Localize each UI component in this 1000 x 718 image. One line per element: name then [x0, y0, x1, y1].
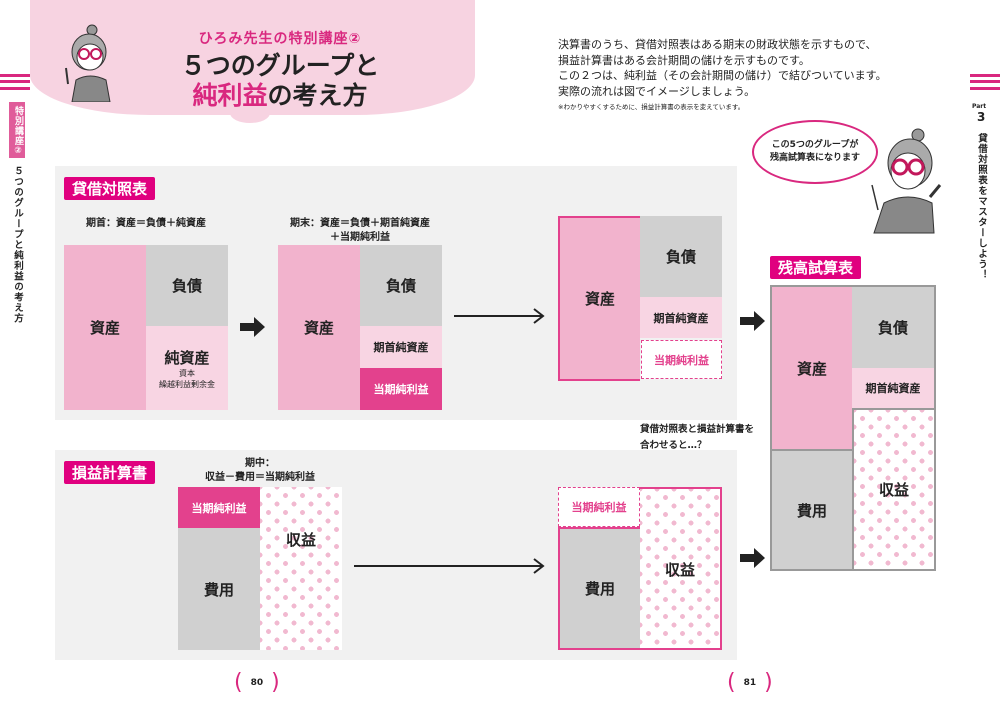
period-equation-line: 収益－費用＝当期純利益	[205, 472, 315, 483]
expenses-block: 費用	[178, 528, 260, 650]
right-vertical-title: 貸借対照表をマスターしよう！	[976, 133, 987, 280]
closing-equation: 期末：資産＝負債＋期首純資産 ＋当期純利益	[270, 217, 450, 245]
period-equation: 期中： 収益－費用＝当期純利益	[180, 457, 340, 485]
intro-line: 損益計算書はある会計期間の儲けを示すものです。	[558, 53, 810, 67]
intro-note: ※わかりやすくするために、損益計算書の表示を変えています。	[558, 103, 745, 111]
liabilities-block: 負債	[360, 245, 442, 326]
balance-sheet-label: 貸借対照表	[64, 177, 156, 200]
part-number: 3	[977, 110, 986, 124]
revenue-block: 収益	[260, 487, 342, 650]
opening-net-assets-block: 期首純資産	[360, 326, 442, 368]
net-income-block: 当期純利益	[178, 487, 260, 528]
net-income-block: 当期純利益	[360, 368, 442, 410]
title-rest: の考え方	[267, 81, 368, 110]
speech-line: 残高試算表になります	[769, 153, 860, 163]
liabilities-block: 負債	[640, 216, 722, 297]
assets-block: 資産	[558, 216, 640, 381]
page-number-left: (80)	[234, 670, 280, 695]
intro-line: 実際の流れは図でイメージしましょう。	[558, 84, 756, 98]
revenue-block: 収益	[852, 408, 934, 569]
intro-line: この２つは、純利益（その会計期間の儲け）で結びついています。	[558, 69, 887, 82]
arrow-right-icon	[740, 548, 765, 568]
liabilities-block: 負債	[852, 287, 934, 368]
right-tab-lines	[970, 74, 1000, 90]
merge-caption: 貸借対照表と損益計算書を合わせると…？	[640, 422, 754, 454]
long-arrow-icon	[354, 558, 545, 574]
left-vertical-title: ５つのグループと純利益の考え方	[12, 166, 23, 324]
expenses-block: 費用	[772, 449, 852, 569]
net-assets-block: 純資産 資本 繰越利益剰余金	[146, 326, 228, 410]
arrow-right-icon	[240, 317, 265, 337]
assets-block: 資産	[772, 287, 852, 449]
period-equation-line: 期中：	[245, 458, 275, 469]
net-income-dashed-block: 当期純利益	[641, 340, 722, 379]
assets-block: 資産	[278, 245, 360, 410]
net-assets-label: 純資産	[164, 348, 210, 367]
long-arrow-icon	[454, 308, 545, 324]
assets-block: 資産	[64, 245, 146, 410]
merge-caption-line: 合わせると…？	[640, 440, 707, 451]
page-number: 81	[743, 677, 757, 688]
retained-earnings-label: 繰越利益剰余金	[159, 379, 215, 389]
expenses-block: 費用	[558, 527, 640, 650]
speech-line: この5つのグループが	[771, 140, 859, 150]
arrow-right-icon	[740, 311, 765, 331]
closing-equation-line: ＋当期純利益	[330, 232, 390, 243]
intro-line: 決算書のうち、貸借対照表はある期末の財政状態を示すもので、	[558, 38, 877, 51]
trial-balance-label: 残高試算表	[770, 256, 862, 279]
left-section-tag: 特別講座②	[9, 102, 25, 158]
merge-caption-line: 貸借対照表と損益計算書を	[640, 424, 755, 435]
opening-equation: 期首：資産＝負債＋純資産	[86, 218, 206, 229]
speech-bubble: この5つのグループが残高試算表になります	[752, 120, 878, 184]
opening-net-assets-block: 期首純資産	[852, 368, 934, 408]
title-pink-word: 純利益	[192, 81, 268, 110]
capital-label: 資本	[179, 368, 195, 378]
liabilities-block: 負債	[146, 245, 228, 326]
page-number: 80	[250, 677, 264, 688]
lesson-subtitle: ひろみ先生の特別講座②	[198, 31, 362, 47]
net-income-dashed-block: 当期純利益	[558, 487, 640, 527]
page-title-line1: ５つのグループと	[180, 51, 380, 80]
left-tab-lines	[0, 74, 30, 90]
revenue-block: 収益	[640, 487, 722, 650]
teacher-pointing-illustration-icon	[871, 128, 942, 234]
page-number-right: (81)	[727, 670, 773, 695]
opening-net-assets-block: 期首純資産	[640, 297, 722, 338]
part-label: Part	[972, 103, 987, 110]
page-title-line2: 純利益の考え方	[150, 76, 410, 112]
closing-equation-line: 期末：資産＝負債＋期首純資産	[290, 218, 430, 229]
income-statement-label: 損益計算書	[64, 461, 156, 484]
teacher-illustration-icon	[65, 24, 111, 102]
intro-text: 決算書のうち、貸借対照表はある期末の財政状態を示すもので、 損益計算書はある会計…	[558, 37, 887, 99]
